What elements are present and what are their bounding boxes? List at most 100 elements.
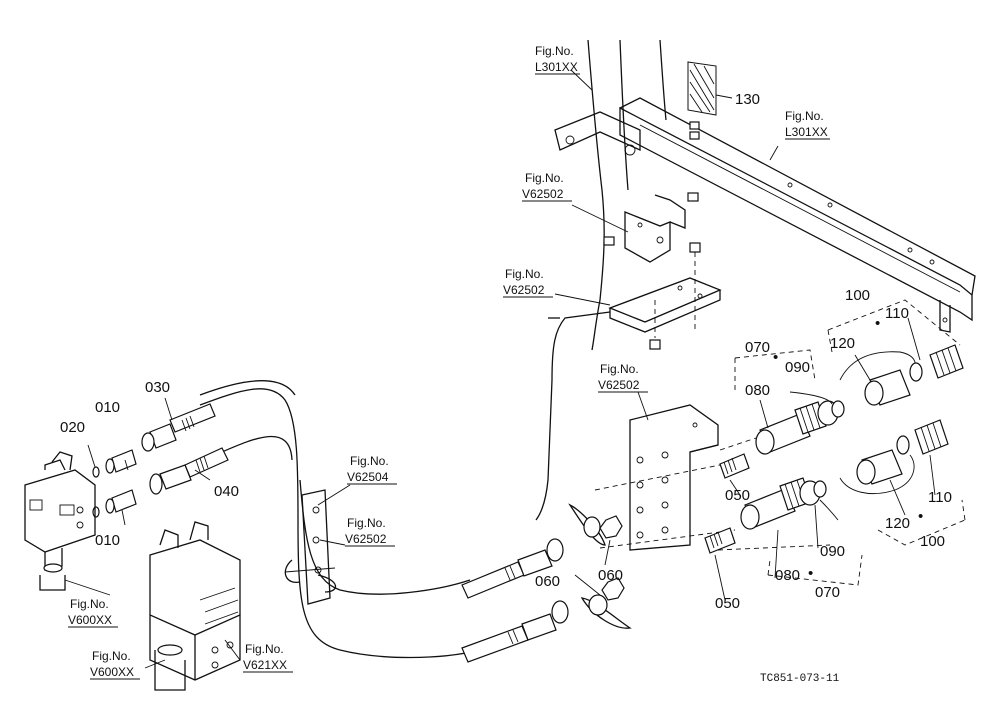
svg-text:V62502: V62502: [345, 532, 387, 546]
group-box-100-upper: [827, 299, 961, 353]
adapter-050-upper: [719, 453, 750, 479]
label-030: 030: [145, 379, 170, 396]
label-050-lower: 050: [715, 595, 740, 612]
figref-v62502-plate: Fig.No. V62502: [503, 267, 553, 298]
figref-l301-right: Fig.No. L301XX: [785, 109, 830, 140]
figref-v62502-clamp: Fig.No. V62502: [345, 516, 395, 547]
cross-bar-frame: [619, 97, 976, 333]
svg-text:Fig.No.: Fig.No.: [525, 171, 564, 185]
figref-v600-lower: Fig.No. V600XX: [90, 649, 140, 680]
group-box-100-lower: [877, 499, 966, 546]
group-box-070-upper: [734, 349, 816, 390]
nut-060-lower: [601, 577, 625, 601]
svg-text:V62504: V62504: [347, 470, 389, 484]
svg-text:Fig.No.: Fig.No.: [350, 454, 389, 468]
o-ring-upper: [909, 362, 923, 382]
bracket-v62502-upper: [624, 194, 686, 263]
hose-end-lower: [461, 600, 569, 663]
svg-text:Fig.No.: Fig.No.: [785, 109, 824, 123]
plate-v62502: [608, 277, 722, 333]
label-060-lower: 060: [535, 573, 560, 590]
hydraulic-hose-030: [199, 379, 481, 659]
label-120-upper: 120: [830, 335, 855, 352]
lock-clip-060-lower: [580, 594, 632, 629]
svg-text:V62502: V62502: [522, 187, 564, 201]
nut-060-upper: [599, 515, 623, 539]
adapter-050-lower: [704, 527, 736, 554]
label-050-upper: 050: [725, 487, 750, 504]
figref-v62504: Fig.No. V62504: [347, 454, 397, 485]
control-valve-stack: [149, 521, 241, 691]
leader-lines: [594, 429, 831, 551]
label-100-lower: 100: [920, 533, 945, 550]
label-120-lower: 120: [885, 515, 910, 532]
hose-fitting-040: [149, 447, 229, 495]
label-080-lower: 080: [775, 567, 800, 584]
svg-text:V600XX: V600XX: [90, 665, 134, 679]
plug-120-lower: [839, 449, 915, 495]
drawing-code: TC851-073-11: [760, 673, 840, 685]
pad-130: [687, 61, 733, 116]
figref-v600-left: Fig.No. V600XX: [68, 597, 118, 628]
svg-text:Fig.No.: Fig.No.: [535, 44, 574, 58]
svg-text:V62502: V62502: [503, 283, 545, 297]
label-070-lower: 070: [815, 584, 840, 601]
hose-fitting-030: [141, 403, 216, 452]
o-ring-020-a: [92, 466, 100, 478]
coupler-bracket: [629, 404, 719, 551]
svg-text:V621XX: V621XX: [243, 658, 287, 672]
label-110-upper: 110: [885, 305, 909, 322]
plug-120-upper: [839, 351, 916, 406]
label-080-upper: 080: [745, 382, 770, 399]
svg-text:Fig.No.: Fig.No.: [245, 642, 284, 656]
svg-text:Fig.No.: Fig.No.: [347, 516, 386, 530]
svg-text:L301XX: L301XX: [535, 60, 578, 74]
figref-l301-left: Fig.No. L301XX: [535, 44, 580, 75]
label-leaders: [64, 69, 936, 669]
hose-end-upper: [461, 538, 564, 599]
group-box-070-lower: [767, 554, 863, 586]
adapter-010-lower: [105, 489, 137, 514]
quick-coupler-080-upper: [755, 401, 827, 455]
hydraulic-hose-040: [214, 435, 471, 595]
svg-text:Fig.No.: Fig.No.: [70, 597, 109, 611]
label-dot-070-lower: •: [808, 565, 813, 582]
dust-cap-090-lower: [799, 480, 839, 521]
coupler-110-lower: [914, 419, 949, 455]
svg-text:V600XX: V600XX: [68, 613, 112, 627]
bolt-group-top: [603, 121, 701, 350]
label-090-lower: 090: [820, 543, 845, 560]
label-020: 020: [60, 419, 85, 436]
dust-cap-090-upper: [789, 391, 845, 426]
svg-text:Fig.No.: Fig.No.: [92, 649, 131, 663]
label-100-upper: 100: [845, 287, 870, 304]
label-070-upper: 070: [745, 339, 770, 356]
mount-bracket-left: [554, 111, 641, 156]
label-dot-070-upper: •: [773, 349, 778, 366]
label-010-upper: 010: [95, 399, 120, 416]
figref-v62502-top: Fig.No. V62502: [522, 171, 572, 202]
lock-clip-060-upper: [568, 503, 606, 546]
figref-v621: Fig.No. V621XX: [243, 642, 293, 673]
support-rod: [535, 311, 611, 521]
svg-text:L301XX: L301XX: [785, 125, 828, 139]
label-110-lower: 110: [928, 489, 952, 506]
svg-text:Fig.No.: Fig.No.: [600, 362, 639, 376]
control-valve-left: [24, 451, 96, 591]
label-060-upper: 060: [598, 567, 623, 584]
o-ring-lower: [896, 435, 910, 455]
coupler-110-upper: [929, 344, 964, 379]
label-130: 130: [735, 91, 760, 108]
chassis-frame: [587, 39, 667, 351]
label-dot-100-lower: •: [918, 508, 923, 525]
label-dot-100-upper: •: [875, 315, 880, 332]
label-090-upper: 090: [785, 359, 810, 376]
quick-coupler-080-lower: [740, 477, 812, 530]
label-010-lower: 010: [95, 532, 120, 549]
hose-clamp: [284, 489, 337, 605]
svg-text:Fig.No.: Fig.No.: [505, 267, 544, 281]
label-040: 040: [214, 483, 239, 500]
adapter-010-upper: [105, 449, 137, 474]
o-ring-020-b: [92, 506, 100, 518]
